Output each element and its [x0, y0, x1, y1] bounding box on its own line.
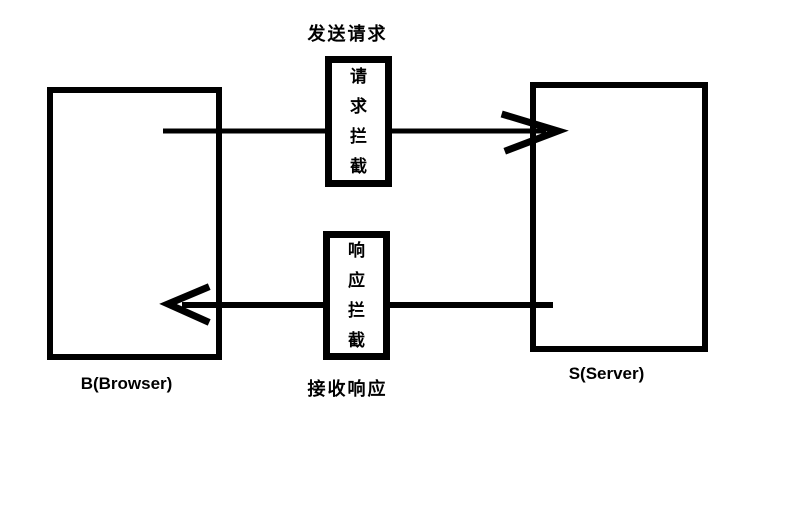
request-interceptor-char: 请	[350, 67, 367, 86]
request-interceptor-char: 截	[350, 157, 367, 176]
response-interceptor-box: 响 应 拦 截	[323, 231, 390, 360]
server-box	[530, 82, 708, 352]
response-interceptor-char: 应	[348, 271, 365, 290]
browser-label: B(Browser)	[80, 374, 173, 393]
response-interceptor-char: 拦	[348, 301, 365, 320]
request-interceptor-char: 求	[350, 97, 367, 116]
receive-response-label: 接收响应	[307, 379, 388, 399]
request-interceptor-box: 请 求 拦 截	[325, 56, 392, 187]
server-label: S(Server)	[568, 364, 645, 383]
response-interceptor-char: 截	[348, 331, 365, 350]
request-interceptor-char: 拦	[350, 127, 367, 146]
browser-box	[47, 87, 222, 360]
response-interceptor-char: 响	[348, 241, 365, 260]
send-request-label: 发送请求	[307, 24, 388, 44]
